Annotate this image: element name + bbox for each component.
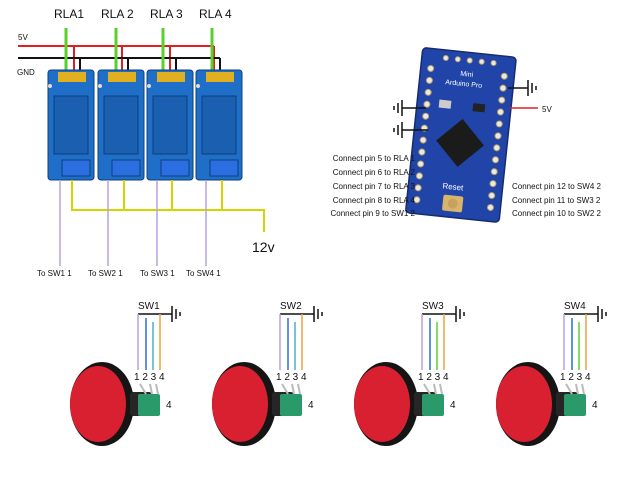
arduino-gnd-left-2	[393, 122, 428, 138]
to-sw4-label: To SW4 1	[186, 269, 221, 278]
switch-4-side-pin: 4	[592, 400, 598, 411]
arduino-section: Mini Arduino Pro Reset 5V Connect pin 5 …	[331, 47, 601, 223]
switch-4: SW4 1 2 3 4 4	[496, 301, 607, 446]
switch-1-microswitch	[138, 394, 160, 416]
note-pin-12: Connect pin 12 to SW4 2	[512, 182, 601, 191]
arduino-gnd-left-1	[393, 100, 426, 116]
switch-3: SW3 1 2 3 4 4	[354, 301, 465, 446]
relay-label-3: RLA 3	[150, 7, 183, 21]
reset-label: Reset	[442, 181, 464, 192]
note-pin-9: Connect pin 9 to SW1 2	[331, 209, 416, 218]
button-3-cap	[354, 366, 410, 442]
switch-2: SW2 1 2 3 4 4	[212, 301, 323, 446]
switch-3-side-pin: 4	[450, 400, 456, 411]
relay-label-4: RLA 4	[199, 7, 232, 21]
arduino-left-notes: Connect pin 5 to RLA 1 Connect pin 6 to …	[331, 154, 416, 218]
label-12v: 12v	[252, 239, 275, 255]
switch-3-pins: 1 2 3 4	[418, 372, 449, 383]
arduino-gnd-top	[508, 80, 537, 96]
switch-3-microswitch	[422, 394, 444, 416]
button-2-cap	[212, 366, 268, 442]
note-pin-5: Connect pin 5 to RLA 1	[333, 154, 416, 163]
relay-module-1	[47, 69, 95, 181]
to-sw3-label: To SW3 1	[140, 269, 175, 278]
board-text-mini: Mini	[460, 71, 474, 79]
to-sw2-label: To SW2 1	[88, 269, 123, 278]
note-pin-8: Connect pin 8 to RLA 4	[333, 196, 416, 205]
switch-2-side-pin: 4	[308, 400, 314, 411]
relay-module-3	[146, 69, 194, 181]
relay-module-2	[97, 69, 145, 181]
note-pin-7: Connect pin 7 to RLA 3	[333, 182, 416, 191]
switch-3-name: SW3	[422, 301, 444, 312]
switch-2-name: SW2	[280, 301, 302, 312]
label-gnd: GND	[17, 68, 35, 77]
note-pin-10: Connect pin 10 to SW2 2	[512, 209, 601, 218]
button-1-cap	[70, 366, 126, 442]
switch-1: SW1 1 2 3 4 4	[70, 301, 181, 446]
wire-gnd-rail	[18, 57, 221, 72]
switch-4-name: SW4	[564, 301, 586, 312]
relay-label-1: RLA1	[54, 7, 84, 21]
arduino-5v-label: 5V	[542, 105, 552, 114]
switch-1-side-pin: 4	[166, 400, 172, 411]
switch-4-pins: 1 2 3 4	[560, 372, 591, 383]
arduino-board: Mini Arduino Pro Reset	[405, 47, 517, 223]
relay-module-4	[195, 69, 243, 181]
arduino-right-notes: Connect pin 12 to SW4 2 Connect pin 11 t…	[512, 182, 601, 218]
note-pin-6: Connect pin 6 to RLA 2	[333, 168, 416, 177]
relay-section: RLA1 RLA 2 RLA 3 RLA 4 5V GND	[17, 7, 275, 278]
wire-12v-rail	[71, 180, 265, 232]
note-pin-11: Connect pin 11 to SW3 2	[512, 196, 601, 205]
switch-4-microswitch	[564, 394, 586, 416]
switch-1-pins: 1 2 3 4	[134, 372, 165, 383]
mcu-chip	[436, 119, 484, 167]
relay-label-2: RLA 2	[101, 7, 134, 21]
board-text-arduino-pro: Arduino Pro	[445, 79, 483, 90]
label-5v: 5V	[18, 33, 28, 42]
button-4-cap	[496, 366, 552, 442]
switch-2-microswitch	[280, 394, 302, 416]
switch-1-name: SW1	[138, 301, 160, 312]
to-sw1-label: To SW1 1	[37, 269, 72, 278]
switch-2-pins: 1 2 3 4	[276, 372, 307, 383]
